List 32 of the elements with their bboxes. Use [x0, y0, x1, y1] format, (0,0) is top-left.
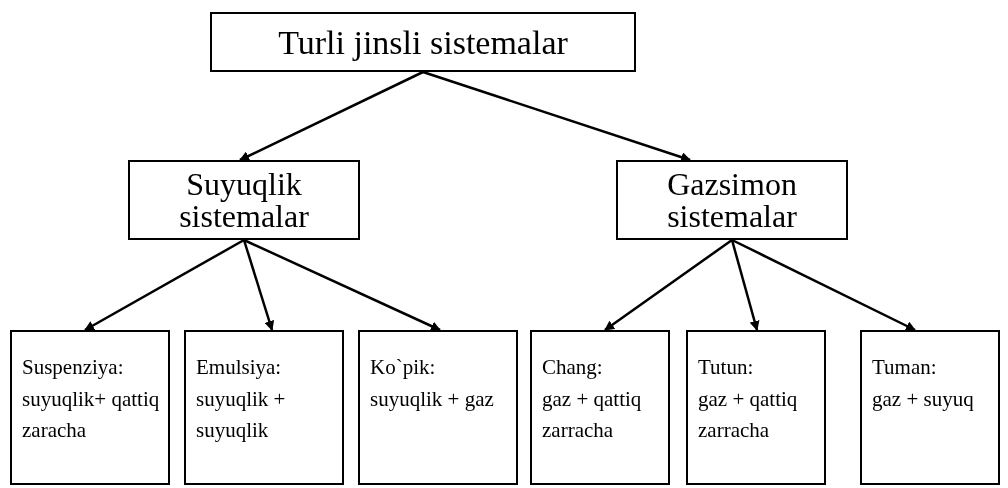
box-text: gaz + qattiq zarracha — [542, 385, 643, 444]
arrow — [422, 70, 691, 162]
box-heading: Tutun: — [698, 354, 754, 381]
arrow — [239, 70, 424, 162]
arrow — [84, 238, 245, 332]
arrow — [730, 239, 760, 331]
box-heading: Suspenziya: — [22, 354, 124, 381]
process-box — [860, 330, 1000, 485]
box-title: Suyuqlik sistemalar — [178, 168, 310, 232]
box-heading: Ko`pik: — [370, 354, 436, 381]
box-heading: Tuman: — [872, 354, 937, 381]
box-text: suyuqlik+ qattiq zaracha — [22, 385, 161, 444]
box-heading: Emulsiya: — [196, 354, 282, 381]
box-title: Turli jinsli sistemalar — [278, 22, 568, 63]
box-text: gaz + suyuq — [872, 385, 974, 413]
box-text: suyuqlik + suyuqlik — [196, 385, 287, 444]
process-box — [128, 160, 360, 240]
box-text: suyuqlik + gaz — [370, 385, 494, 413]
process-box — [184, 330, 344, 485]
process-box — [210, 12, 636, 72]
process-box — [530, 330, 670, 485]
arrow — [731, 238, 916, 332]
box-text: gaz + qattiq zarracha — [698, 385, 799, 444]
arrow — [243, 238, 441, 332]
process-box — [358, 330, 518, 485]
box-title: Gazsimon sistemalar — [666, 168, 798, 232]
arrow — [604, 239, 733, 331]
process-box — [616, 160, 848, 240]
arrow — [242, 239, 275, 331]
box-heading: Chang: — [542, 354, 603, 381]
process-box — [686, 330, 826, 485]
process-box — [10, 330, 170, 485]
